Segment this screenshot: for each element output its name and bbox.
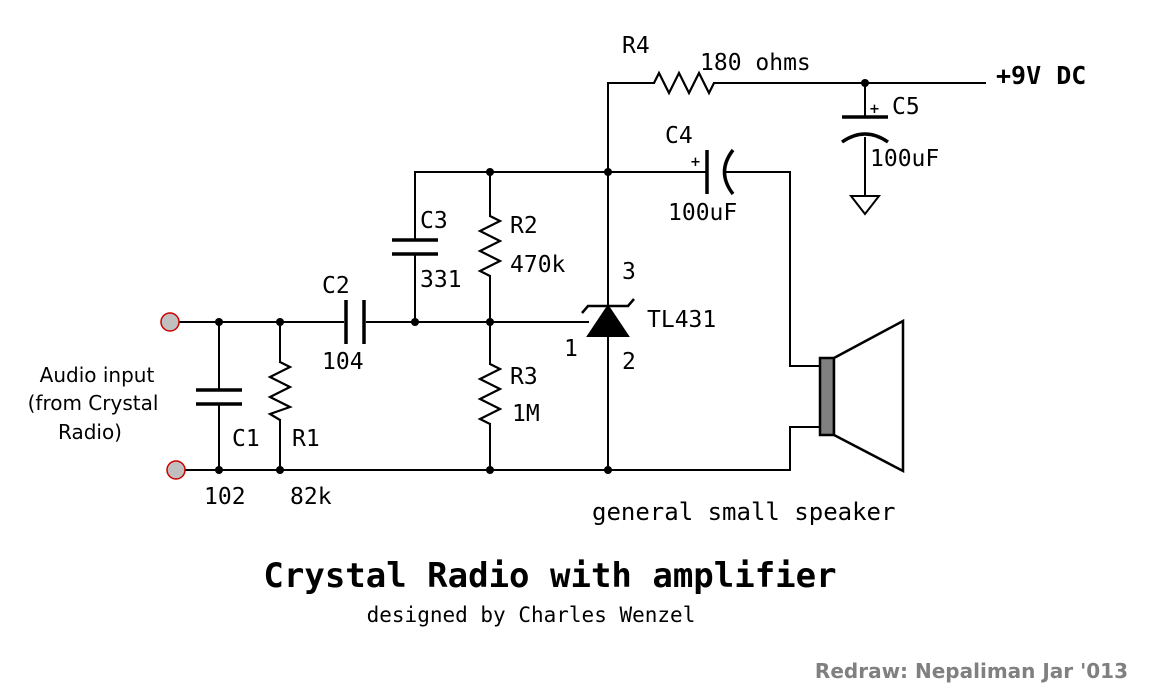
label-c4-ref: C4 <box>665 123 693 149</box>
capacitor-c3 <box>392 238 438 256</box>
label-r2-ref: R2 <box>510 213 538 239</box>
label-r4-ref: R4 <box>622 33 650 59</box>
label-c4-polarity: + <box>690 155 701 170</box>
junction-dot <box>411 318 419 326</box>
label-c1-ref: C1 <box>232 426 260 452</box>
label-pin3: 3 <box>622 259 636 285</box>
ground-icon <box>848 195 882 216</box>
resistor-r2 <box>477 215 503 277</box>
junction-dot <box>486 168 494 176</box>
label-speaker: general small speaker <box>592 498 895 526</box>
junction-dot <box>861 79 869 87</box>
label-c3-value: 331 <box>420 267 462 293</box>
label-r1-ref: R1 <box>292 426 320 452</box>
junction-dot <box>604 168 612 176</box>
diagram-subtitle: designed by Charles Wenzel <box>367 603 696 627</box>
speaker-magnet <box>818 356 836 437</box>
capacitor-c5 <box>841 115 889 144</box>
capacitor-c4 <box>705 148 735 196</box>
diagram-title: Crystal Radio with amplifier <box>263 556 836 596</box>
junctions <box>215 79 869 474</box>
label-c5-value: 100uF <box>870 146 939 172</box>
label-tl431: TL431 <box>647 307 716 333</box>
label-r2-value: 470k <box>510 252 566 278</box>
tl431-triangle <box>586 304 630 337</box>
input-terminal-top <box>160 312 180 332</box>
label-supply: +9V DC <box>996 61 1086 90</box>
resistor-r1 <box>267 361 293 421</box>
junction-dot <box>604 466 612 474</box>
input-label-line3: Radio) <box>58 420 122 444</box>
tl431-regulator <box>581 298 635 337</box>
input-label-line2: (from Crystal <box>28 391 159 415</box>
junction-dot <box>276 466 284 474</box>
resistor-r3 <box>477 363 503 425</box>
redraw-credit: Redraw: Nepaliman Jar '013 <box>815 659 1128 683</box>
junction-dot <box>276 318 284 326</box>
label-c1-value: 102 <box>204 484 246 510</box>
label-pin2: 2 <box>622 349 636 375</box>
tl431-cathode-bar <box>581 298 635 314</box>
input-terminal-bottom <box>166 460 186 480</box>
junction-dot <box>215 318 223 326</box>
label-c2-ref: C2 <box>322 273 350 299</box>
label-r4-value: 180 ohms <box>700 50 811 76</box>
label-c2-value: 104 <box>322 349 364 375</box>
label-c5-ref: C5 <box>892 94 920 120</box>
capacitor-c2 <box>344 300 366 344</box>
label-c3-ref: C3 <box>420 208 448 234</box>
junction-dot <box>486 466 494 474</box>
capacitor-c1 <box>196 388 242 406</box>
junction-dot <box>486 318 494 326</box>
speaker-cone <box>832 318 905 474</box>
resistor-r4 <box>653 70 715 96</box>
wires <box>171 82 986 471</box>
input-label-line1: Audio input <box>40 363 155 387</box>
label-c4-value: 100uF <box>668 200 737 226</box>
label-c5-polarity: + <box>869 102 880 117</box>
label-r3-value: 1M <box>512 401 540 427</box>
speaker-icon <box>818 318 905 474</box>
label-r1-value: 82k <box>290 484 332 510</box>
label-r3-ref: R3 <box>510 364 538 390</box>
label-pin1: 1 <box>564 336 578 362</box>
junction-dot <box>215 466 223 474</box>
